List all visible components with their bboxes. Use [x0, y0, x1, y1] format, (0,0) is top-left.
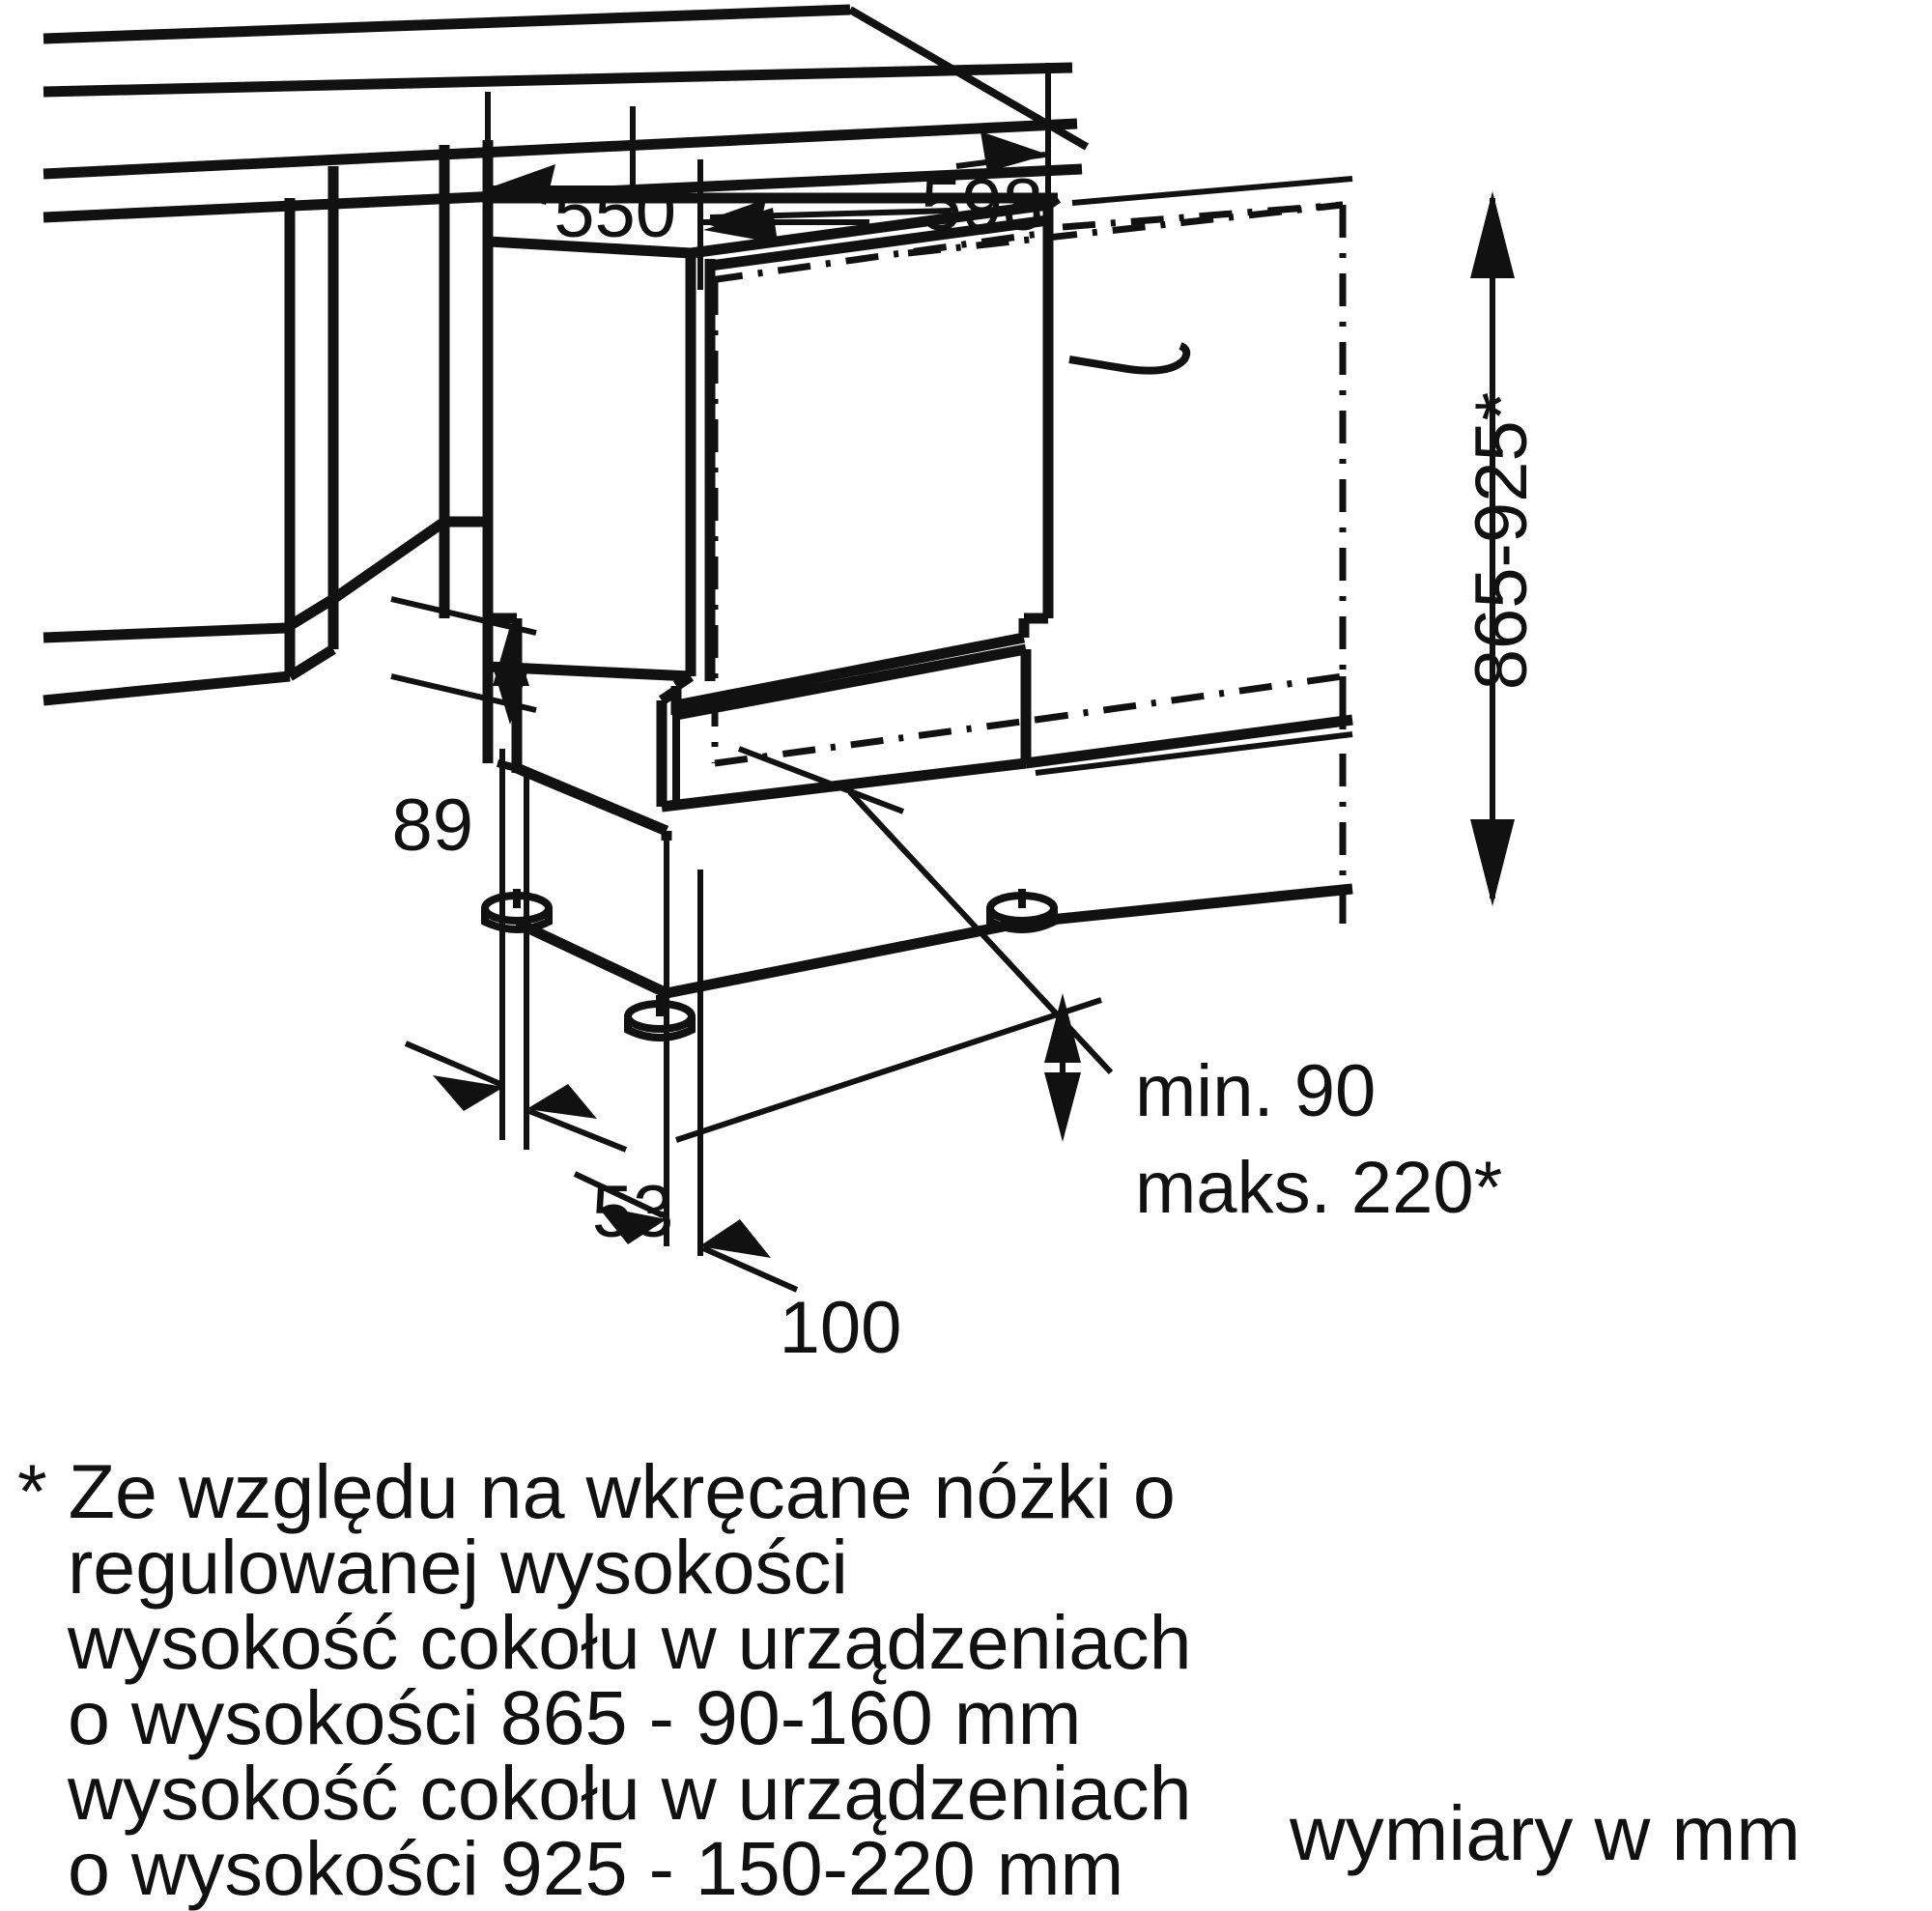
footnote-line-3: wysokość cokołu w urządzeniach	[68, 1599, 1192, 1685]
dim-arrowhead-100-right	[699, 1219, 771, 1258]
door-handle-curve	[1068, 342, 1191, 375]
ext-line-89-top	[390, 596, 537, 636]
door-handle	[1068, 342, 1191, 375]
footnote-line-5: wysokość cokołu w urządzeniach	[68, 1750, 1192, 1836]
extension-lines	[390, 63, 1353, 1256]
worktop	[43, 4, 1090, 223]
door-panel-top-chain-right	[1062, 201, 1344, 231]
dim-label-865-925: 865-925*	[1461, 392, 1543, 691]
dim-line-53-right	[527, 1108, 628, 1153]
dim-arrowhead-53-right	[526, 1084, 597, 1119]
body-top-front-edge	[690, 199, 1049, 259]
body-top-left-slope	[487, 236, 692, 259]
dim-arrowhead-height-bottom	[1470, 819, 1515, 906]
dim-label-550: 550	[554, 171, 676, 253]
dim-label-89: 89	[391, 784, 473, 867]
dim-label-plinth-max: maks. 220*	[1135, 1147, 1502, 1229]
plinth-niche-base-slope	[514, 762, 669, 837]
cabinet-side-panel	[284, 140, 494, 676]
cabinet-panel-bottom-slope	[329, 517, 448, 604]
footnote-line-2: regulowanej wysokości	[68, 1524, 848, 1610]
body-bottom-front-edge	[674, 632, 1026, 711]
dim-label-plinth-min: min. 90	[1135, 1050, 1376, 1132]
footnote-line-4: o wysokości 865 - 90-160 mm	[68, 1674, 1082, 1760]
worktop-top-front-edge	[43, 4, 851, 44]
adjustable-foot-center	[481, 889, 553, 933]
door-panel-outline	[709, 201, 1347, 927]
dim-arrowhead-53-left	[433, 1075, 504, 1111]
ext-line-plinth-top	[737, 746, 905, 814]
plinth-top-slope	[283, 594, 336, 633]
dim-arrowhead-598-right	[980, 131, 1048, 172]
dim-arrowhead-plinth-bottom	[1044, 1072, 1081, 1142]
dim-arrowhead-100-left	[597, 1206, 667, 1244]
door-panel-top-chain	[709, 228, 1054, 284]
dim-arrowhead-height-top	[1470, 191, 1515, 278]
plinth-base-extension-right	[1025, 714, 1353, 769]
plinth-front-face-left	[43, 670, 291, 706]
footnote-line-6: o wysokości 925 - 150-220 mm	[68, 1825, 1124, 1911]
door-panel-bottom-chain-right	[1035, 672, 1344, 724]
ext-line-plinth-bottom	[675, 997, 1102, 1143]
footnote-line-1: * Ze względu na wkręcane nóżki o	[17, 1448, 1176, 1534]
dim-label-53: 53	[592, 1171, 674, 1253]
appliance-plinth	[656, 643, 1032, 813]
dim-line-53-left	[404, 1041, 502, 1087]
dim-arrowhead-550-left	[488, 164, 555, 205]
dimension-arrow-598	[703, 131, 1048, 243]
units-label: wymiary w mm	[1290, 1790, 1801, 1876]
dim-label-598: 598	[921, 164, 1043, 246]
ext-line-height-bottom	[1035, 731, 1353, 776]
appliance-plinth-bottom-slope	[661, 757, 1027, 813]
floor-line-left-slope	[514, 918, 669, 998]
dimension-arrow-89	[493, 626, 529, 725]
plinth-corner-slope	[287, 644, 336, 681]
cabinet-plinth	[43, 522, 669, 837]
plinth-top-edge-left	[43, 622, 287, 643]
floor-line-right	[1021, 883, 1353, 928]
dim-line-100-left	[573, 1171, 665, 1218]
dim-arrowhead-598-left	[703, 208, 778, 243]
adjustable-foot-left	[624, 995, 696, 1041]
floor-line-front	[665, 917, 1024, 999]
dim-arrowhead-plinth-top	[1044, 993, 1081, 1063]
worktop-underside-front	[43, 118, 1078, 180]
door-panel-bottom-chain-left	[714, 716, 1037, 767]
door-panel-upper-chain	[907, 201, 1344, 257]
appliance-plinth-left-chamfer	[658, 686, 680, 705]
dimension-arrow-plinth-height	[1044, 993, 1081, 1142]
ext-line-height-top	[1071, 176, 1353, 206]
floor-reference-lines	[514, 714, 1353, 999]
worktop-top-back-edge	[43, 62, 1073, 98]
door-front-top-edge	[709, 214, 1049, 271]
body-bottom-step-left	[672, 671, 695, 691]
dishwasher-body	[482, 192, 1062, 711]
dimension-arrow-100	[573, 1171, 799, 1293]
foot-disc-center-side	[481, 908, 553, 933]
foot-disc-left-side	[624, 1016, 696, 1041]
dimension-arrow-height	[1470, 191, 1515, 906]
dimension-arrow-53	[404, 1041, 628, 1153]
dim-line-100-right	[701, 1245, 799, 1293]
appliance-plinth-top-slope	[674, 643, 1028, 721]
footnote-block: * Ze względu na wkręcane nóżki o regulow…	[17, 1448, 1215, 1911]
dim-arrowhead-89-bottom	[493, 667, 529, 725]
dim-label-100: 100	[780, 1287, 902, 1369]
